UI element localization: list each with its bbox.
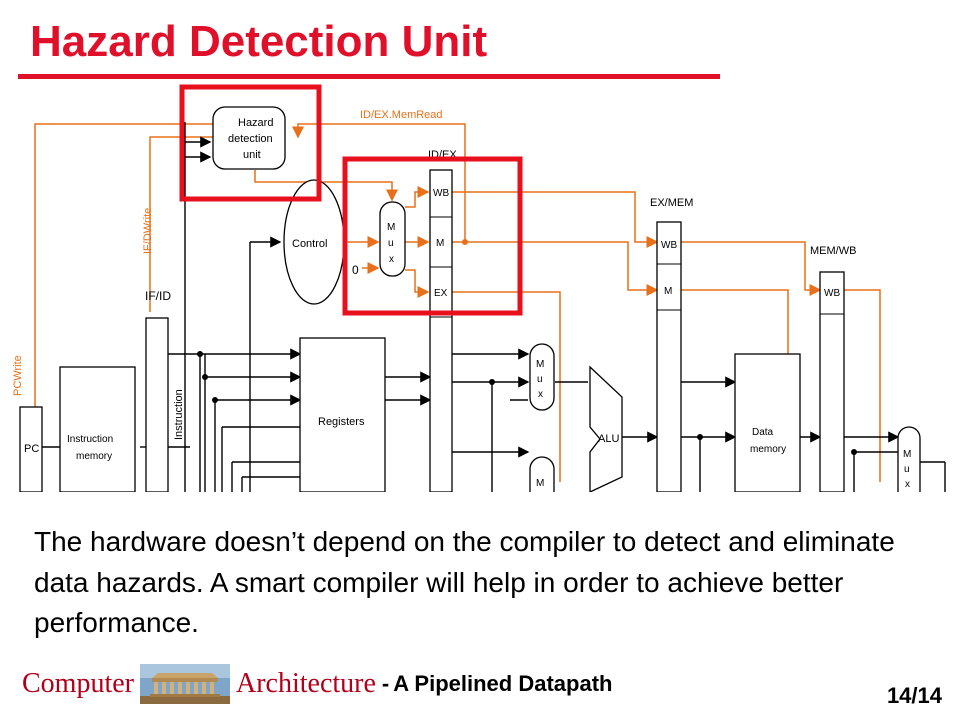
- svg-text:u: u: [537, 374, 543, 385]
- svg-text:unit: unit: [243, 149, 261, 161]
- page-number: 14/14: [886, 683, 942, 708]
- svg-text:M: M: [664, 286, 672, 297]
- hazard-detection-unit: Hazard detection unit: [212, 106, 286, 170]
- svg-text:x: x: [538, 389, 543, 400]
- register-file: Registers: [299, 337, 386, 492]
- datapath-lines: [42, 122, 946, 492]
- slide-title: Hazard Detection Unit: [30, 17, 488, 66]
- svg-text:PC: PC: [24, 443, 39, 455]
- alu: ALU: [589, 365, 623, 492]
- memwb-label: MEM/WB: [810, 245, 856, 257]
- footer-subtitle: A Pipelined Datapath: [393, 671, 613, 696]
- idex-memread-label: ID/EX.MemRead: [360, 109, 443, 121]
- idex-register: WB M EX: [429, 169, 453, 492]
- title-underline: [18, 74, 720, 79]
- instruction-label: Instruction: [173, 389, 185, 440]
- svg-text:WB: WB: [824, 288, 840, 299]
- svg-text:M: M: [436, 238, 444, 249]
- ifidwrite-label: IF/DWrite: [142, 208, 154, 254]
- control-signal-lines: [34, 123, 881, 482]
- svg-text:detection: detection: [228, 133, 273, 145]
- svg-text:EX: EX: [434, 288, 448, 299]
- junction-dots: [197, 239, 857, 455]
- pipeline-datapath-diagram: Hazard detection unit ID/EX.MemRead ID/E…: [12, 84, 946, 492]
- svg-text:Registers: Registers: [318, 416, 365, 428]
- svg-text:M: M: [903, 449, 911, 460]
- course-footer: Computer Architecture - A Pipelined Data…: [22, 664, 612, 704]
- ifid-label: IF/ID: [145, 289, 171, 303]
- svg-text:x: x: [389, 254, 394, 265]
- instruction-memory: Instruction memory: [59, 366, 136, 492]
- zero-input: 0: [352, 263, 359, 277]
- exmem-register: WB M: [656, 221, 682, 492]
- svg-text:Data: Data: [752, 427, 774, 438]
- svg-text:WB: WB: [433, 188, 449, 199]
- svg-text:WB: WB: [661, 240, 677, 251]
- svg-text:memory: memory: [76, 451, 112, 462]
- ifid-register: [145, 317, 169, 492]
- data-memory: Data memory: [734, 353, 801, 492]
- svg-text:x: x: [905, 479, 910, 490]
- svg-text:u: u: [904, 464, 910, 475]
- footer-separator: -: [381, 671, 390, 696]
- pcwrite-label: PCWrite: [12, 355, 24, 396]
- parthenon-image: [140, 664, 230, 704]
- exmem-label: EX/MEM: [650, 197, 693, 209]
- alu-mux-a: M u x: [529, 343, 555, 411]
- footer-course-word-1: Computer: [22, 668, 134, 699]
- control-mux-highlight: [342, 156, 523, 316]
- svg-text:M: M: [387, 222, 395, 233]
- svg-text:u: u: [388, 238, 394, 249]
- memwb-register: WB: [819, 271, 845, 492]
- svg-text:M: M: [536, 359, 544, 370]
- svg-text:Control: Control: [292, 238, 327, 250]
- writeback-mux: M u x: [897, 426, 921, 492]
- control-mux: M u x: [379, 201, 406, 277]
- slide-body-text: The hardware doesn’t depend on the compi…: [34, 526, 895, 639]
- footer-course-word-2: Architecture: [236, 668, 376, 699]
- pc-register: PC: [19, 406, 43, 492]
- svg-text:memory: memory: [750, 444, 786, 455]
- alu-mux-b: M: [529, 456, 555, 492]
- svg-text:Instruction: Instruction: [67, 434, 113, 445]
- svg-text:M: M: [536, 478, 544, 489]
- hazard-unit-highlight: [179, 84, 322, 202]
- svg-text:Hazard: Hazard: [238, 117, 273, 129]
- svg-text:ALU: ALU: [598, 433, 619, 445]
- highlight-boxes: [179, 84, 523, 316]
